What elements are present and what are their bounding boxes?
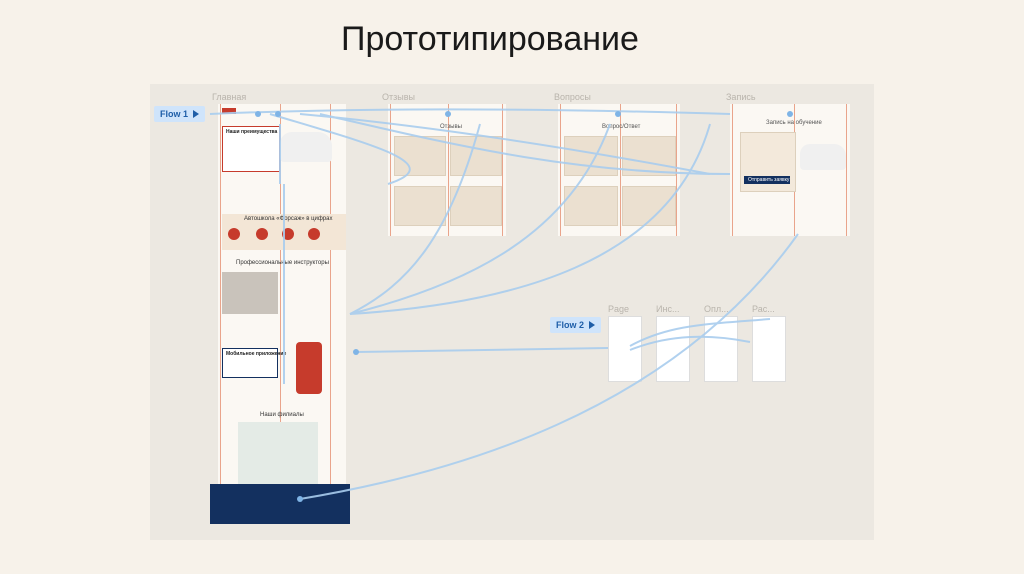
- link-line: [630, 319, 770, 346]
- stat-badge: [308, 228, 320, 240]
- guide-line: [330, 104, 331, 524]
- instructor-photo: [222, 272, 278, 314]
- flow-2-badge[interactable]: Flow 2: [550, 317, 601, 333]
- flow-1-label: Flow 1: [160, 109, 188, 119]
- faq-card: [622, 186, 676, 226]
- mobile-block: Мобильное приложение: [222, 348, 278, 378]
- phone-mockup: [296, 342, 322, 394]
- frame-label-main: Главная: [212, 92, 246, 102]
- stat-badge: [282, 228, 294, 240]
- phone-screen-schedule[interactable]: [752, 316, 786, 382]
- reviews-title: Отзывы: [440, 124, 462, 130]
- guide-line: [846, 104, 847, 236]
- review-card: [394, 186, 446, 226]
- prototype-canvas[interactable]: Главная Отзывы Вопросы Запись Page Инс..…: [150, 84, 874, 540]
- stat-badge: [256, 228, 268, 240]
- reviews-screen[interactable]: Отзывы: [388, 104, 506, 236]
- frame-label-page: Page: [608, 304, 629, 314]
- frame-label-schedule: Рас...: [752, 304, 775, 314]
- main-screen[interactable]: Наши преимущества Автошкола «Форсаж» в ц…: [218, 104, 346, 524]
- link-node: [353, 349, 359, 355]
- stats-block: Автошкола «Форсаж» в цифрах: [222, 214, 346, 250]
- questions-title: Вопрос/Ответ: [602, 124, 640, 130]
- guide-line: [502, 104, 503, 236]
- frame-label-reviews: Отзывы: [382, 92, 415, 102]
- frame-label-payment: Опл...: [704, 304, 729, 314]
- logo: [222, 108, 236, 114]
- footer: [210, 484, 350, 524]
- submit-label: Отправить заявку: [748, 177, 789, 183]
- flow-1-badge[interactable]: Flow 1: [154, 106, 205, 122]
- advantages-block: Наши преимущества: [222, 126, 280, 172]
- submit-button[interactable]: Отправить заявку: [744, 176, 790, 184]
- phone-screen-page[interactable]: [608, 316, 642, 382]
- faq-card: [564, 136, 618, 176]
- slide-title: Прототипирование: [0, 20, 980, 59]
- faq-card: [564, 186, 618, 226]
- frame-label-instructors: Инс...: [656, 304, 679, 314]
- play-icon: [589, 321, 595, 329]
- signup-screen[interactable]: Запись на обучение Отправить заявку: [730, 104, 850, 236]
- guide-line: [390, 104, 391, 236]
- car-image: [800, 144, 846, 170]
- review-card: [394, 136, 446, 176]
- flow-2-label: Flow 2: [556, 320, 584, 330]
- questions-screen[interactable]: Вопрос/Ответ: [558, 104, 680, 236]
- branches-title: Наши филиалы: [260, 412, 304, 418]
- phone-screen-payment[interactable]: [704, 316, 738, 382]
- guide-line: [560, 104, 561, 236]
- branches-map[interactable]: [238, 422, 318, 492]
- advantages-title: Наши преимущества: [226, 129, 277, 135]
- frame-label-signup: Запись: [726, 92, 756, 102]
- car-image: [280, 132, 332, 162]
- link-line: [356, 348, 608, 352]
- guide-line: [676, 104, 677, 236]
- stat-badge: [228, 228, 240, 240]
- instructors-title: Профессиональные инструкторы: [236, 260, 329, 266]
- review-card: [450, 136, 502, 176]
- faq-card: [622, 136, 676, 176]
- review-card: [450, 186, 502, 226]
- mobile-title: Мобильное приложение: [226, 351, 286, 357]
- guide-line: [732, 104, 733, 236]
- play-icon: [193, 110, 199, 118]
- signup-title: Запись на обучение: [766, 120, 822, 126]
- frame-label-questions: Вопросы: [554, 92, 591, 102]
- guide-line: [220, 104, 221, 524]
- phone-screen-instructors[interactable]: [656, 316, 690, 382]
- stats-title: Автошкола «Форсаж» в цифрах: [244, 216, 332, 222]
